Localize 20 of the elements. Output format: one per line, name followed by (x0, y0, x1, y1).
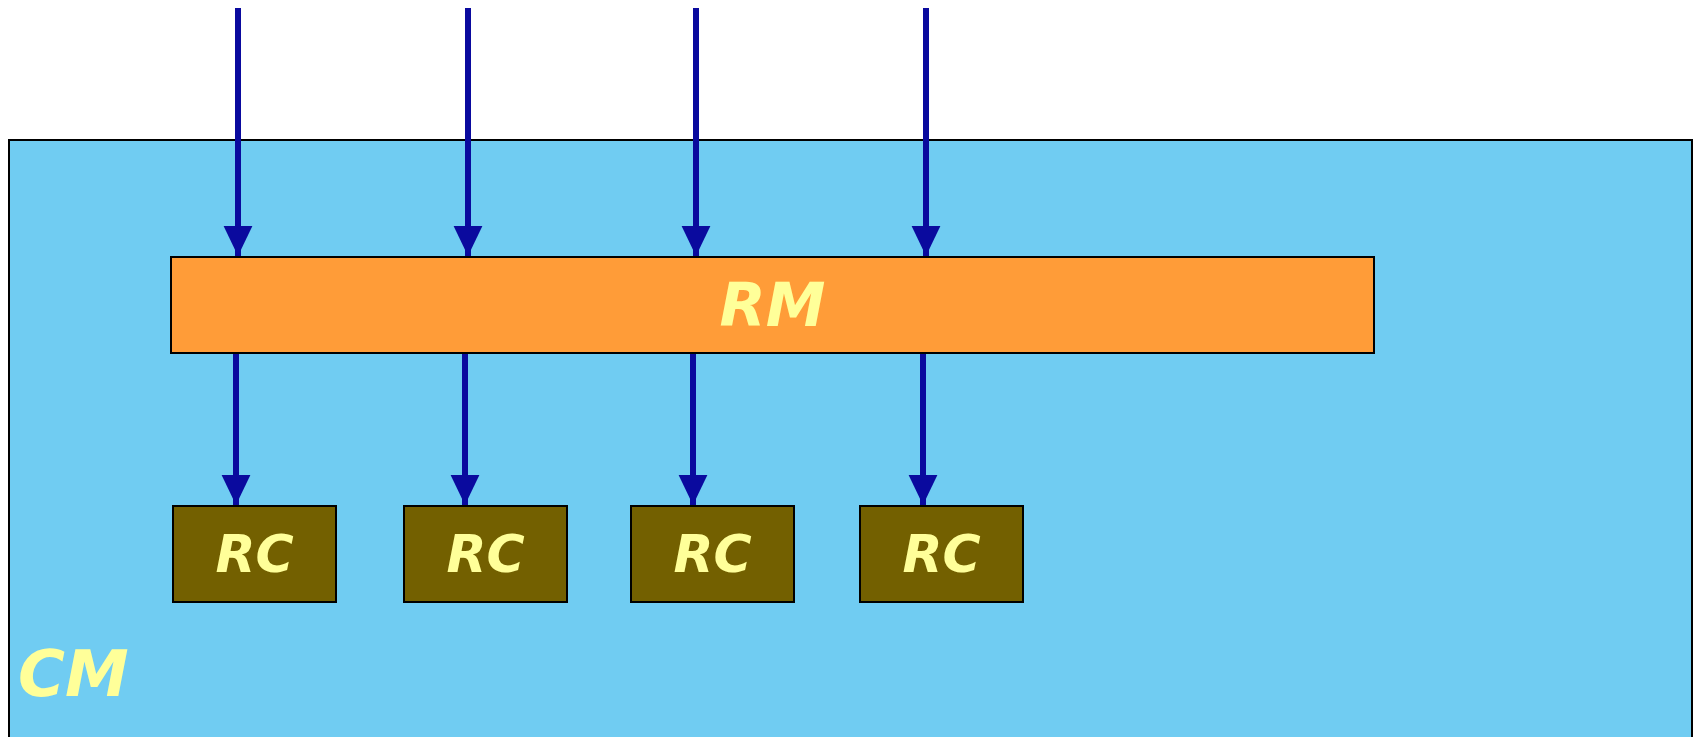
container-panel (8, 139, 1693, 737)
node-label: RC (215, 524, 294, 584)
arrow (911, 8, 941, 256)
component-box (172, 505, 337, 603)
node-label: RC (902, 524, 981, 584)
node-label: CM (18, 637, 129, 711)
arrow (450, 354, 480, 505)
arrow (223, 8, 253, 256)
arrow (453, 8, 483, 256)
node-label: RM (719, 270, 826, 340)
arrow (908, 354, 938, 505)
node-label: RC (673, 524, 752, 584)
component-box (859, 505, 1024, 603)
manager-box (170, 256, 1375, 354)
arrow (678, 354, 708, 505)
component-box (630, 505, 795, 603)
node-label: RC (446, 524, 525, 584)
arrow (221, 354, 251, 505)
arrow (681, 8, 711, 256)
component-box (403, 505, 568, 603)
